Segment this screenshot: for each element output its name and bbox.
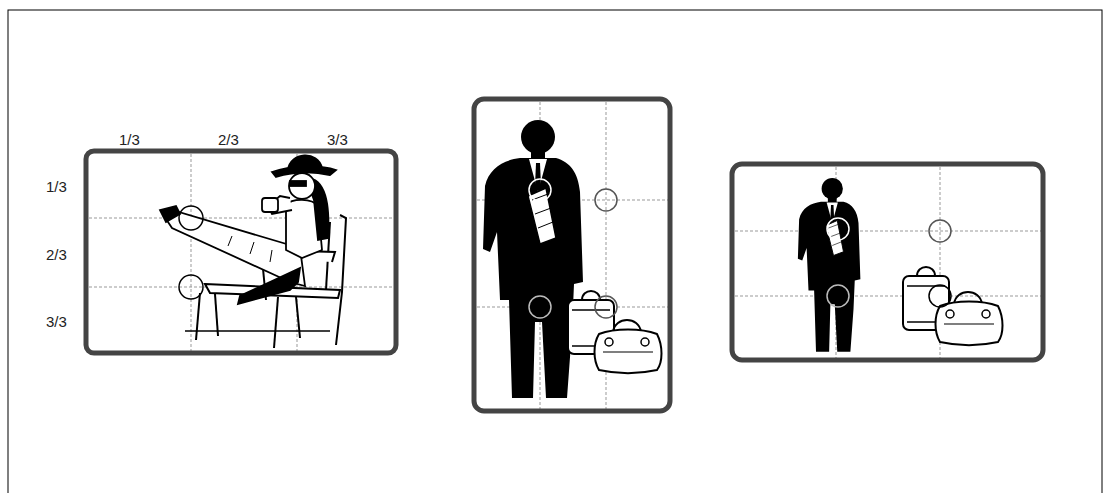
frame-portrait-man bbox=[474, 99, 670, 411]
man-silhouette bbox=[798, 178, 861, 352]
thirds-point bbox=[529, 179, 617, 318]
outer-border bbox=[8, 10, 1102, 493]
bag-group bbox=[595, 320, 662, 373]
photo-frame bbox=[86, 151, 396, 353]
focus-circle bbox=[929, 285, 951, 307]
thirds-grid bbox=[735, 167, 1041, 358]
thirds-point bbox=[827, 218, 951, 307]
grid-line bbox=[735, 296, 1041, 297]
photo-frame bbox=[474, 99, 670, 411]
woman bbox=[160, 155, 336, 304]
thirds-fraction: 2/3 bbox=[218, 131, 239, 149]
focus-circle bbox=[179, 275, 203, 299]
chair-leg bbox=[196, 293, 200, 340]
chair-back bbox=[336, 215, 346, 345]
focus-circle bbox=[827, 218, 849, 240]
man-silhouette bbox=[483, 120, 583, 398]
woman-lower-leg bbox=[238, 268, 300, 304]
thirds-fraction: 2/3 bbox=[46, 246, 67, 264]
chair-leg bbox=[215, 294, 218, 336]
floor-line bbox=[185, 330, 330, 332]
hat-crown bbox=[288, 155, 322, 170]
focus-circle bbox=[179, 206, 203, 230]
bag-group bbox=[936, 292, 1003, 345]
leg-stripes bbox=[228, 236, 272, 262]
thirds-point bbox=[179, 206, 203, 299]
grid-line bbox=[191, 154, 192, 351]
thirds-fraction: 1/3 bbox=[119, 131, 140, 149]
frame-landscape-man bbox=[732, 164, 1043, 360]
photo-frame bbox=[732, 164, 1043, 360]
thirds-fraction: 3/3 bbox=[327, 131, 348, 149]
focus-circle bbox=[529, 296, 551, 318]
frame-landscape-woman bbox=[86, 151, 396, 353]
focus-circle bbox=[529, 179, 551, 201]
thirds-fraction: 3/3 bbox=[46, 313, 67, 331]
thirds-grid bbox=[477, 102, 668, 409]
thirds-fraction: 1/3 bbox=[46, 178, 67, 196]
chair-leg bbox=[274, 297, 278, 348]
focus-circle bbox=[929, 220, 951, 242]
woman-head bbox=[289, 173, 315, 199]
grid-line bbox=[735, 231, 1041, 232]
sunglasses bbox=[290, 181, 306, 186]
focus-circle bbox=[595, 189, 617, 211]
focus-circle bbox=[827, 285, 849, 307]
focus-circle bbox=[595, 296, 617, 318]
camera bbox=[262, 198, 278, 212]
woman-feet bbox=[160, 206, 180, 222]
grid-line bbox=[89, 218, 394, 219]
chair-leg bbox=[296, 297, 300, 338]
thirds-grid bbox=[89, 154, 394, 351]
